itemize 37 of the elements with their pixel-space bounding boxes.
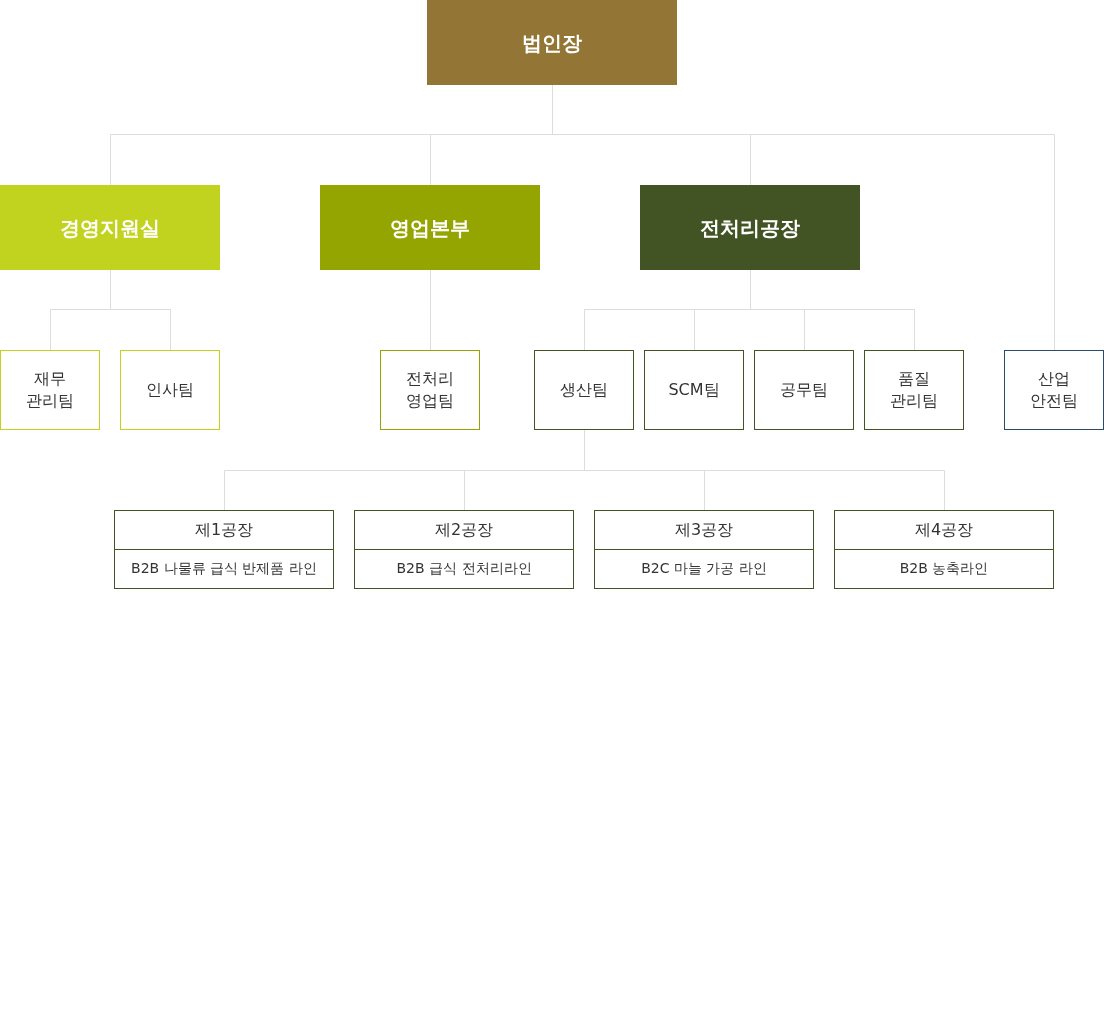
- line-description: B2C 마늘 가공 라인: [640, 559, 768, 578]
- team-name: 공무팀: [779, 378, 829, 401]
- factory-box: [594, 510, 814, 589]
- factory-box: [834, 510, 1054, 589]
- team-box: [1004, 350, 1104, 430]
- factory-box: [354, 510, 574, 589]
- team-name: 전처리 영업팀: [405, 367, 455, 412]
- team-box: [380, 350, 480, 430]
- department-name: 영업본부: [389, 214, 471, 242]
- line-description: B2B 농축라인: [898, 559, 990, 578]
- department-box: [0, 185, 220, 270]
- department-name: 경영지원실: [59, 214, 161, 242]
- department-name: 법인장: [521, 29, 583, 57]
- department-box: [640, 185, 860, 270]
- line-description: B2B 급식 전처리라인: [395, 559, 533, 578]
- factory-box: [114, 510, 334, 589]
- team-name: 산업 안전팀: [1029, 367, 1079, 412]
- team-box: [644, 350, 744, 430]
- team-name: 인사팀: [145, 378, 195, 401]
- department-name: 전처리공장: [699, 214, 801, 242]
- factory-name: 제4공장: [835, 511, 1053, 550]
- factory-name: 제1공장: [115, 511, 333, 550]
- team-name: 생산팀: [559, 378, 609, 401]
- department-box: [427, 0, 677, 85]
- line-description: B2B 나물류 급식 반제품 라인: [130, 559, 318, 578]
- team-box: [864, 350, 964, 430]
- team-name: SCM팀: [667, 378, 721, 401]
- team-box: [120, 350, 220, 430]
- team-box: [0, 350, 100, 430]
- team-box: [754, 350, 854, 430]
- team-name: 품질 관리팀: [889, 367, 939, 412]
- department-box: [320, 185, 540, 270]
- connector-line: [430, 269, 431, 351]
- factory-name: 제2공장: [355, 511, 573, 550]
- factory-name: 제3공장: [595, 511, 813, 550]
- team-name: 재무 관리팀: [25, 367, 75, 412]
- team-box: [534, 350, 634, 430]
